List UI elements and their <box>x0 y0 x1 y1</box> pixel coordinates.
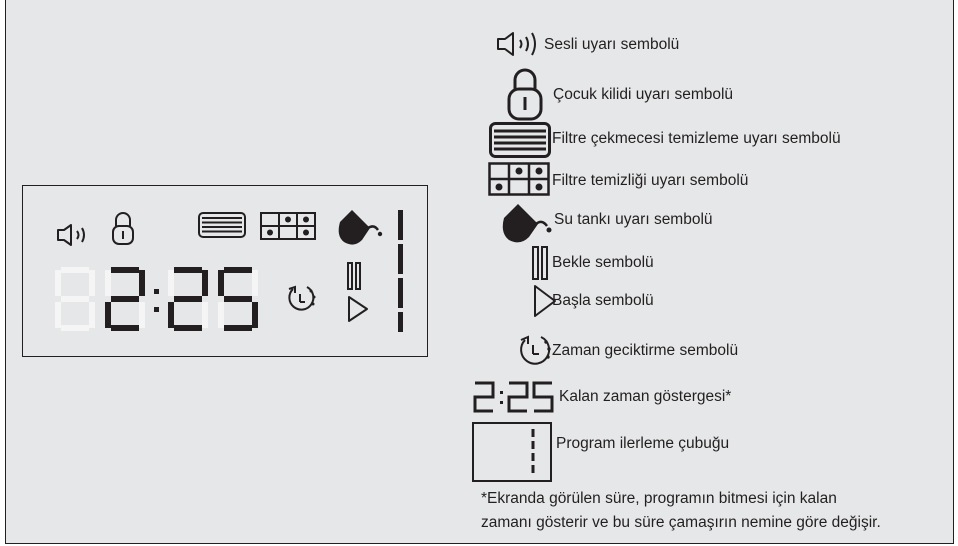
progress-segment-1 <box>398 210 403 240</box>
timer-icon <box>288 285 316 311</box>
pause-icon <box>347 262 361 290</box>
legend-remaining-time-digits <box>473 381 554 413</box>
legend-label-speaker: Sesli uyarı sembolü <box>544 36 680 53</box>
colon-dot-bottom <box>154 307 159 312</box>
legend-label-pause: Bekle sembolü <box>552 254 654 271</box>
water-tank-icon <box>338 210 383 245</box>
legend-progress-bar-icon <box>472 422 552 482</box>
legend-label-remaining-time: Kalan zaman göstergesi* <box>559 388 732 405</box>
legend-timer-icon <box>520 335 551 365</box>
progress-segment-4 <box>398 312 403 332</box>
legend-label-filter-drawer: Filtre çekmecesi temizleme uyarı sembolü <box>552 130 841 147</box>
dryer-display <box>22 185 428 357</box>
footnote-line-2: zamanı gösterir ve bu süre çamaşırın nem… <box>481 514 881 531</box>
progress-segment-3 <box>398 278 403 308</box>
legend-label-progress-bar: Program ilerleme çubuğu <box>556 435 730 452</box>
play-icon <box>348 296 368 322</box>
filter-drawer-icon <box>198 212 246 238</box>
legend-label-play: Başla sembolü <box>552 292 654 309</box>
symbol-legend-panel: Sesli uyarı sembolü Çocuk kilidi uyarı s… <box>5 0 954 544</box>
padlock-icon <box>112 212 134 245</box>
speaker-icon <box>57 224 85 246</box>
legend-label-water-tank: Su tankı uyarı sembolü <box>554 211 713 228</box>
legend-play-icon <box>534 285 556 317</box>
hours-digit <box>105 267 145 331</box>
legend-padlock-icon <box>507 68 543 121</box>
legend-pause-icon <box>532 246 548 280</box>
filter-grid-icon <box>260 212 316 240</box>
unlit-digit-1 <box>55 267 95 331</box>
legend-filter-drawer-icon <box>489 122 551 158</box>
footnote-line-1: *Ekranda görülen süre, programın bitmesi… <box>481 490 837 507</box>
legend-speaker-icon <box>497 32 536 56</box>
colon-dot-top <box>154 289 159 294</box>
legend-filter-grid-icon <box>488 162 550 196</box>
legend-label-timer: Zaman geciktirme sembolü <box>552 342 739 359</box>
progress-segment-2 <box>398 244 403 274</box>
legend-water-tank-icon <box>502 204 552 243</box>
minutes-tens-digit <box>168 267 208 331</box>
legend-label-filter-grid: Filtre temizliği uyarı sembolü <box>552 172 749 189</box>
legend-label-padlock: Çocuk kilidi uyarı sembolü <box>553 86 734 103</box>
minutes-ones-digit <box>218 267 258 331</box>
